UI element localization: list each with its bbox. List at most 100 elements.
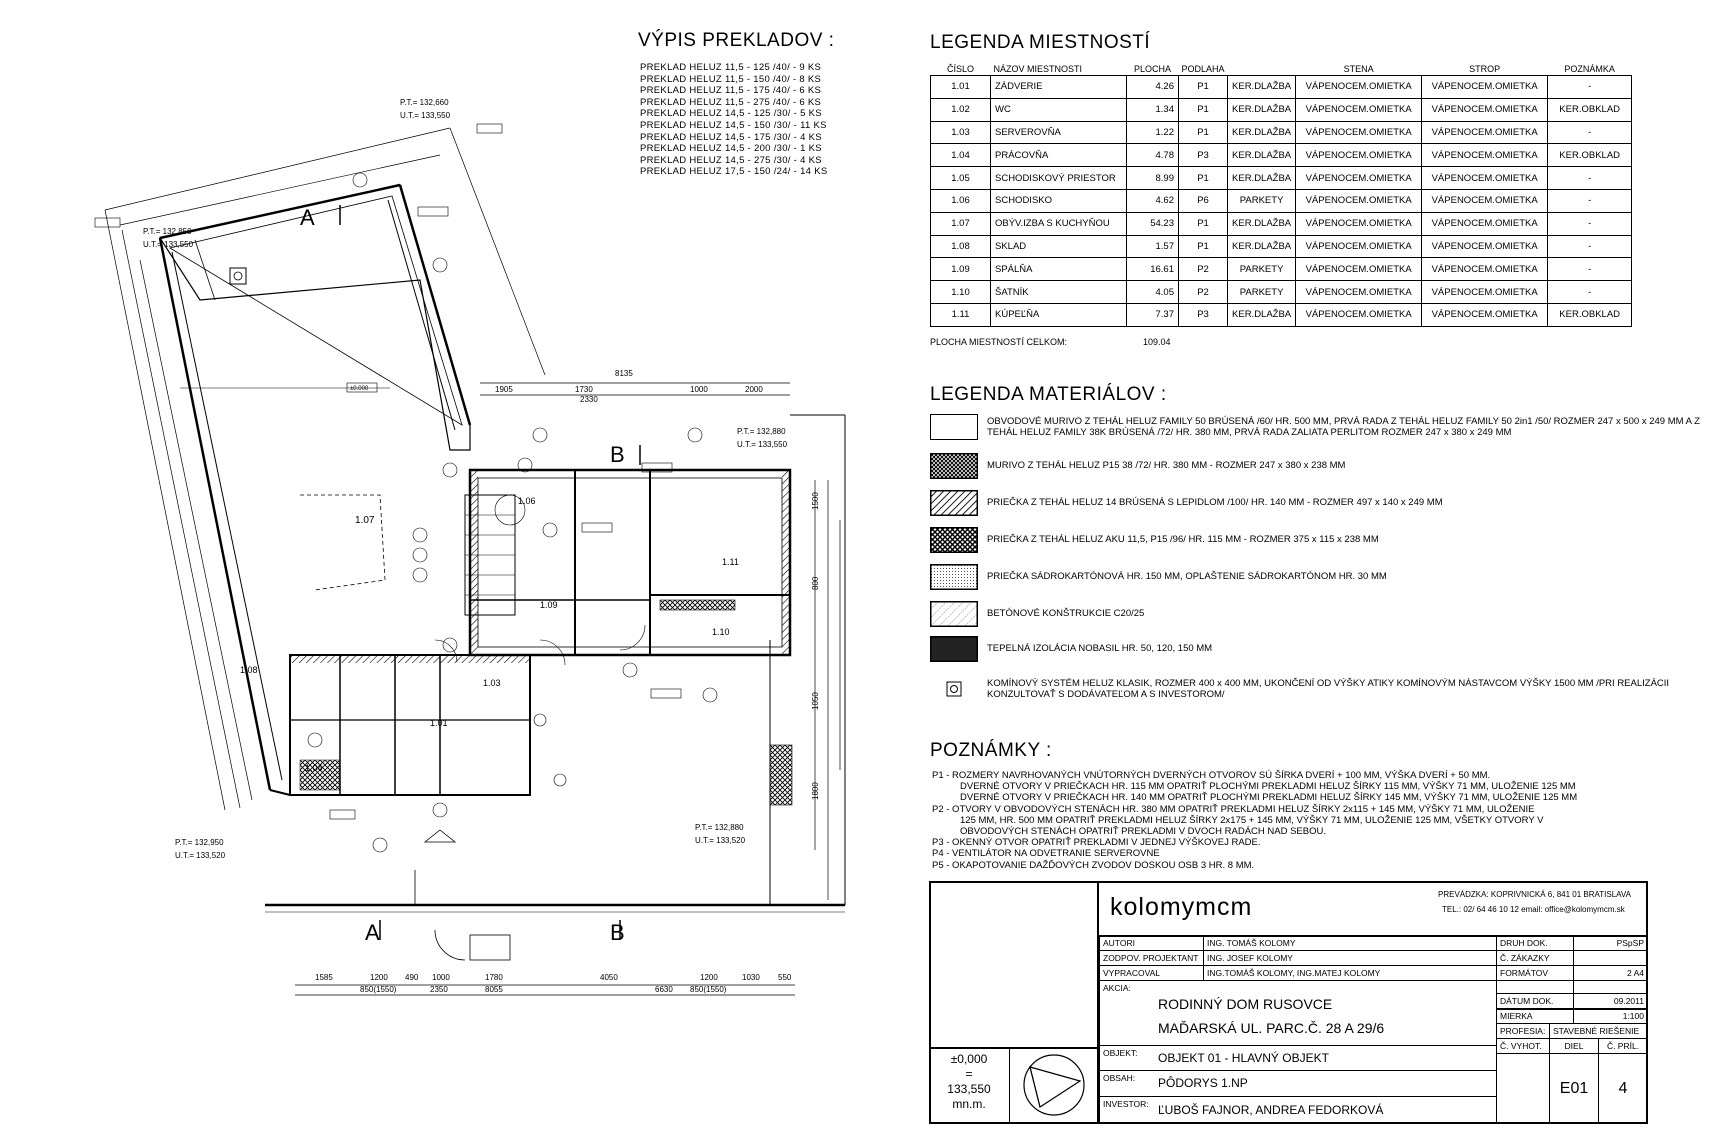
plan-ut-e: U.T.= 133,550 [737,440,788,449]
material-swatch-dots [930,564,978,590]
room-cell: KER.DLAŽBA [1227,234,1297,259]
room-cell: PARKETY [1227,280,1297,304]
material-text: PRIEČKA Z TEHÁL HELUZ AKU 11,5, P15 /96/… [987,534,1379,546]
lintel-list-title: VÝPIS PREKLADOV : [638,30,835,51]
room-cell: 7.37 [1126,302,1179,327]
north-arrow-icon [1009,1047,1100,1124]
material-row-chimney: KOMÍNOVÝ SYSTÉM HELUZ KLASIK, ROZMER 400… [930,676,1687,702]
room-cell: P1 [1177,234,1229,259]
room-cell: WC [990,97,1127,122]
plan-dim-top-1: 1905 [495,385,513,394]
plan-pt-n: P.T.= 132,660 [400,98,449,107]
room-cell: - [1547,120,1633,145]
plan-dim-bottom2-2: 2350 [430,985,448,994]
room-cell: 1.06 [930,188,991,213]
room-cell: 1.10 [930,280,991,304]
note-line: P1 - ROZMERY NAVRHOVANÝCH VNÚTORNÝCH DVE… [932,770,1491,781]
druh-value: PSpSP [1573,935,1648,951]
profesia-label: PROFESIA: [1496,1023,1550,1039]
materials-legend-title: LEGENDA MATERIÁLOV : [930,384,1167,405]
plan-pt-e: P.T.= 132,880 [737,427,786,436]
section-a-bottom: A [365,920,380,945]
lintel-item: PREKLAD HELUZ 11,5 - 150 /40/ - 8 KS [640,73,822,85]
room-cell: VÁPENOCEM.OMIETKA [1295,280,1423,304]
room-cell: KER.DLAŽBA [1227,211,1297,236]
section-a-top: A [300,205,315,230]
plan-dim-bottom2-5: 850(1550) [690,985,727,994]
room-cell: P1 [1177,120,1229,145]
obsah-value: PÔDORYS 1.NP [1158,1076,1248,1090]
material-row: PRIEČKA Z TEHÁL HELUZ AKU 11,5, P15 /96/… [930,527,1379,553]
level-line: ±0,000 [950,1052,988,1066]
col-podlaha-mat [1228,62,1296,76]
section-b-top: B [610,442,625,467]
room-cell: KER.DLAŽBA [1227,166,1297,190]
akcia-box: AKCIA: [1099,980,1497,1046]
floor-plan: P.T.= 132,660 U.T.= 133,550 P.T.= 132,85… [94,98,846,996]
room-cell: 1.07 [930,211,991,236]
room-cell: 4.05 [1126,280,1179,304]
title-block-blank [929,881,1099,1049]
room-cell: VÁPENOCEM.OMIETKA [1295,166,1423,190]
note-line: P2 - OTVORY V OBVODOVÝCH STENÁCH HR. 380… [932,803,1535,815]
note-line: P3 - OKENNÝ OTVOR OPATRIŤ PREKLADMI V JE… [932,837,1261,849]
room-cell: VÁPENOCEM.OMIETKA [1421,302,1549,327]
plan-pt-se: P.T.= 132,880 [695,823,744,832]
col-podlaha: PODLAHA [1181,63,1225,74]
room-cell: 1.01 [930,75,991,99]
room-cell: VÁPENOCEM.OMIETKA [1295,75,1423,99]
room-cell: 1.02 [930,97,991,122]
room-cell: VÁPENOCEM.OMIETKA [1421,280,1549,304]
investor-value: ĽUBOŠ FAJNOR, ANDREA FEDORKOVÁ [1158,1103,1384,1117]
room-cell: VÁPENOCEM.OMIETKA [1295,234,1423,259]
room-cell: ŠATNÍK [990,280,1127,304]
note-line: P5 - OKAPOTOVANIE DAŽĎOVÝCH ZVODOV DOSKO… [932,859,1255,871]
room-cell: KER.DLAŽBA [1227,120,1297,145]
material-swatch-diag [930,490,978,516]
plan-level-box: ±0.000 [350,386,369,392]
plan-dim-bottom2-3: 8055 [485,985,503,994]
room-cell: KER.DLAŽBA [1227,75,1297,99]
plan-dim-right-1: 1500 [811,492,820,510]
room-cell: 1.11 [930,302,991,327]
akcia-line1: RODINNÝ DOM RUSOVCE [1158,996,1333,1012]
material-text: PRIEČKA Z TEHÁL HELUZ 14 BRÚSENÁ S LEPID… [987,497,1443,509]
lintel-item: PREKLAD HELUZ 11,5 - 125 /40/ - 9 KS [640,62,822,73]
level-line: = [965,1067,973,1081]
plan-ut-se: U.T.= 133,520 [695,836,746,845]
cpril-value: 4 [1598,1053,1648,1124]
rooms-table-header: ČÍSLO NÁZOV MIESTNOSTI PLOCHA PODLAHA ST… [931,62,1632,76]
level-box [929,1047,1099,1124]
room-cell: 1.05 [930,166,991,190]
plan-ut-n: U.T.= 133,550 [400,111,451,120]
note-line: OBVODOVÝCH STENÁCH OPATRIŤ PREKLADMI V D… [960,826,1326,838]
room-cell: SPÁLŇA [990,257,1127,282]
room-cell: SCHODISKOVÝ PRIESTOR [990,166,1127,190]
objekt-value: OBJEKT 01 - HLAVNÝ OBJEKT [1158,1051,1329,1065]
room-cell: - [1547,211,1633,236]
room-cell: - [1547,75,1633,99]
office-contact: TEL.: 02/ 64 46 10 12 email: office@kolo… [1442,905,1625,914]
plan-dim-top-3: 1000 [690,385,708,394]
room-cell: P2 [1177,280,1229,304]
room-cell: P1 [1177,75,1229,99]
material-row: PRIEČKA Z TEHÁL HELUZ 14 BRÚSENÁ S LEPID… [930,490,1443,516]
room-cell: VÁPENOCEM.OMIETKA [1295,188,1423,213]
material-swatch-dense [930,636,978,662]
datum-value: 09.2011 [1573,993,1648,1009]
druh-label: DRUH DOK. [1496,935,1574,951]
room-cell: VÁPENOCEM.OMIETKA [1421,211,1549,236]
plan-dim-bottom-4: 1000 [432,973,450,982]
room-cell: P1 [1177,166,1229,190]
rooms-total-value: 109.04 [1143,337,1171,347]
room-cell: 1.03 [930,120,991,145]
level-text: ±0,000 = 133,550 mn.m. [929,1052,1009,1112]
diel-value: E01 [1549,1053,1599,1124]
plan-dim-bottom2-1: 850(1550) [360,985,397,994]
room-cell: VÁPENOCEM.OMIETKA [1421,257,1549,282]
